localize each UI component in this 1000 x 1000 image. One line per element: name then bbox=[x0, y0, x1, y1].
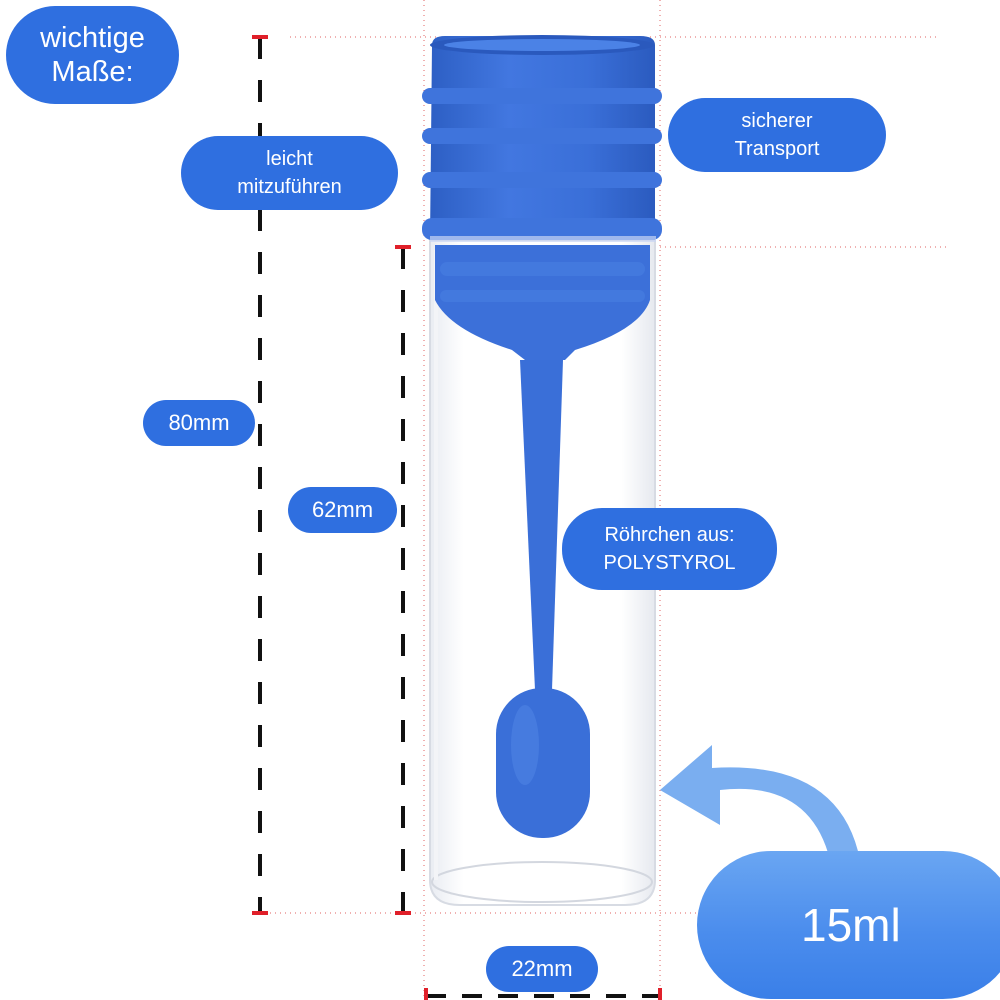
swab-insert bbox=[435, 245, 650, 838]
height-total-label: 80mm bbox=[143, 400, 255, 446]
height-tube-label: 62mm bbox=[288, 487, 397, 533]
dimension-line-22mm bbox=[424, 988, 662, 1000]
volume-label: 15ml bbox=[697, 851, 1000, 999]
material-label: Röhrchen aus: POLYSTYROL bbox=[562, 508, 777, 590]
cap bbox=[422, 35, 662, 242]
transport-label: sicherer Transport bbox=[668, 98, 886, 172]
dimension-line-62mm bbox=[395, 245, 411, 915]
curved-arrow-icon bbox=[660, 745, 860, 860]
diameter-label: 22mm bbox=[486, 946, 598, 992]
portable-label: leicht mitzuführen bbox=[181, 136, 398, 210]
title-badge: wichtige Maße: bbox=[6, 6, 179, 104]
